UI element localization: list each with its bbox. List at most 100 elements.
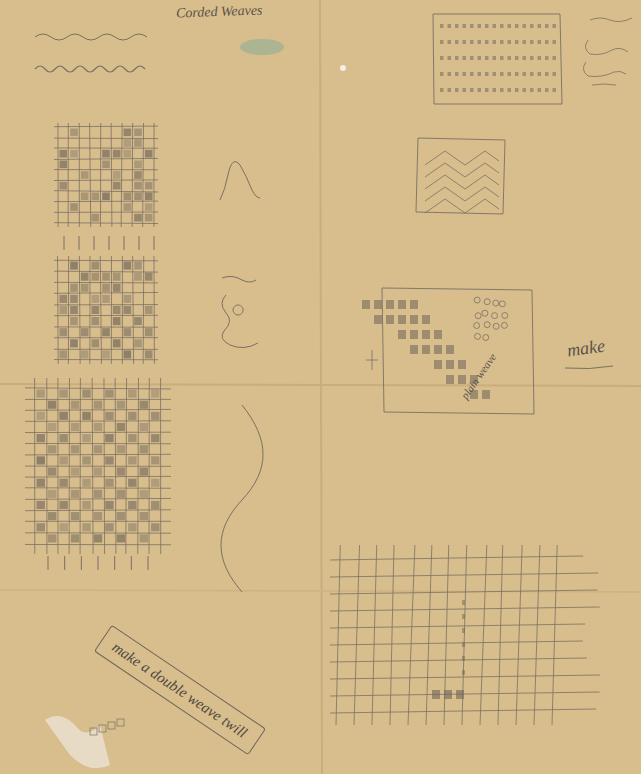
block <box>446 345 454 354</box>
block <box>434 345 442 354</box>
dash <box>462 642 465 647</box>
block <box>434 360 442 369</box>
shaded-cell <box>151 412 159 420</box>
weave-mark <box>463 24 467 28</box>
shaded-cell <box>128 390 136 398</box>
pencil-mark <box>25 498 171 500</box>
block <box>446 375 454 384</box>
weave-mark <box>545 88 549 92</box>
weave-mark <box>470 56 474 60</box>
shaded-cell <box>102 161 110 169</box>
pencil-mark <box>474 323 480 329</box>
weave-mark <box>440 24 444 28</box>
pencil-mark <box>433 14 562 104</box>
shaded-cell <box>105 523 113 531</box>
shaded-cell <box>151 390 159 398</box>
shaded-cell <box>102 273 110 281</box>
block <box>410 300 418 309</box>
shaded-cell <box>145 150 153 158</box>
shaded-cell <box>105 456 113 464</box>
weave-mark <box>478 72 482 76</box>
pencil-mark <box>94 236 95 250</box>
title: Corded Weaves <box>176 2 263 21</box>
pencil-mark <box>54 359 158 360</box>
block <box>398 330 406 339</box>
pencil-mark <box>408 545 415 725</box>
pencil-fills <box>37 24 557 699</box>
shaded-cell <box>117 401 125 409</box>
dash <box>462 600 465 605</box>
weave-mark <box>500 56 504 60</box>
pencil-mark <box>425 151 499 165</box>
pencil-mark <box>25 399 171 400</box>
shaded-cell <box>82 434 90 442</box>
weave-mark <box>553 40 557 44</box>
weave-mark <box>455 40 459 44</box>
shaded-cell <box>124 350 132 358</box>
weave-mark <box>530 40 534 44</box>
pencil-mark <box>475 333 481 339</box>
block <box>362 300 370 309</box>
shaded-cell <box>102 328 110 336</box>
glare <box>45 716 110 768</box>
pencil-mark <box>475 313 481 319</box>
shaded-cell <box>37 479 45 487</box>
block <box>398 315 406 324</box>
pencil-mark <box>54 147 158 148</box>
weave-mark <box>478 88 482 92</box>
block <box>434 330 442 339</box>
pencil-mark <box>330 573 598 577</box>
shaded-cell <box>151 456 159 464</box>
shaded-cell <box>94 445 102 453</box>
pencil-mark <box>425 187 499 201</box>
weave-mark <box>463 72 467 76</box>
shaded-cell <box>92 214 100 222</box>
pencil-mark <box>25 443 171 444</box>
pencil-mark <box>122 256 123 364</box>
pencil-mark <box>382 288 534 414</box>
shaded-cell <box>124 150 132 158</box>
weave-mark <box>553 72 557 76</box>
weave-mark <box>523 56 527 60</box>
pencil-mark <box>220 162 260 200</box>
shaded-cell <box>81 193 89 201</box>
pencil-mark <box>366 350 378 370</box>
pencil-mark <box>148 556 149 570</box>
pencil-mark <box>516 545 522 725</box>
weave-mark <box>485 72 489 76</box>
weave-mark <box>493 56 497 60</box>
weave-mark <box>508 72 512 76</box>
block <box>444 690 452 699</box>
block <box>386 315 394 324</box>
shaded-cell <box>124 139 132 147</box>
shaded-cell <box>48 445 56 453</box>
shaded-cell <box>81 273 89 281</box>
block <box>482 390 490 399</box>
pencil-mark <box>54 169 158 170</box>
pencil-mark <box>354 545 360 725</box>
weave-mark <box>493 24 497 28</box>
shaded-cell <box>59 456 67 464</box>
weave-mark <box>545 40 549 44</box>
shaded-cell <box>94 401 102 409</box>
shaded-cell <box>48 512 56 520</box>
shaded-cell <box>81 171 89 179</box>
weave-mark <box>545 24 549 28</box>
weave-mark <box>493 40 497 44</box>
shaded-cell <box>113 284 121 292</box>
pencil-mark <box>54 211 158 212</box>
shaded-cell <box>82 456 90 464</box>
shaded-cell <box>113 273 121 281</box>
shaded-cell <box>134 171 142 179</box>
shaded-cell <box>82 390 90 398</box>
pencil-mark <box>390 545 394 725</box>
shaded-cell <box>59 523 67 531</box>
shaded-cell <box>140 401 148 409</box>
shaded-cell <box>128 523 136 531</box>
dash <box>462 614 465 619</box>
pencil-mark <box>54 292 158 294</box>
weave-mark <box>545 56 549 60</box>
pencil-mark <box>54 315 158 316</box>
weave-mark <box>538 72 542 76</box>
shaded-cell <box>59 479 67 487</box>
